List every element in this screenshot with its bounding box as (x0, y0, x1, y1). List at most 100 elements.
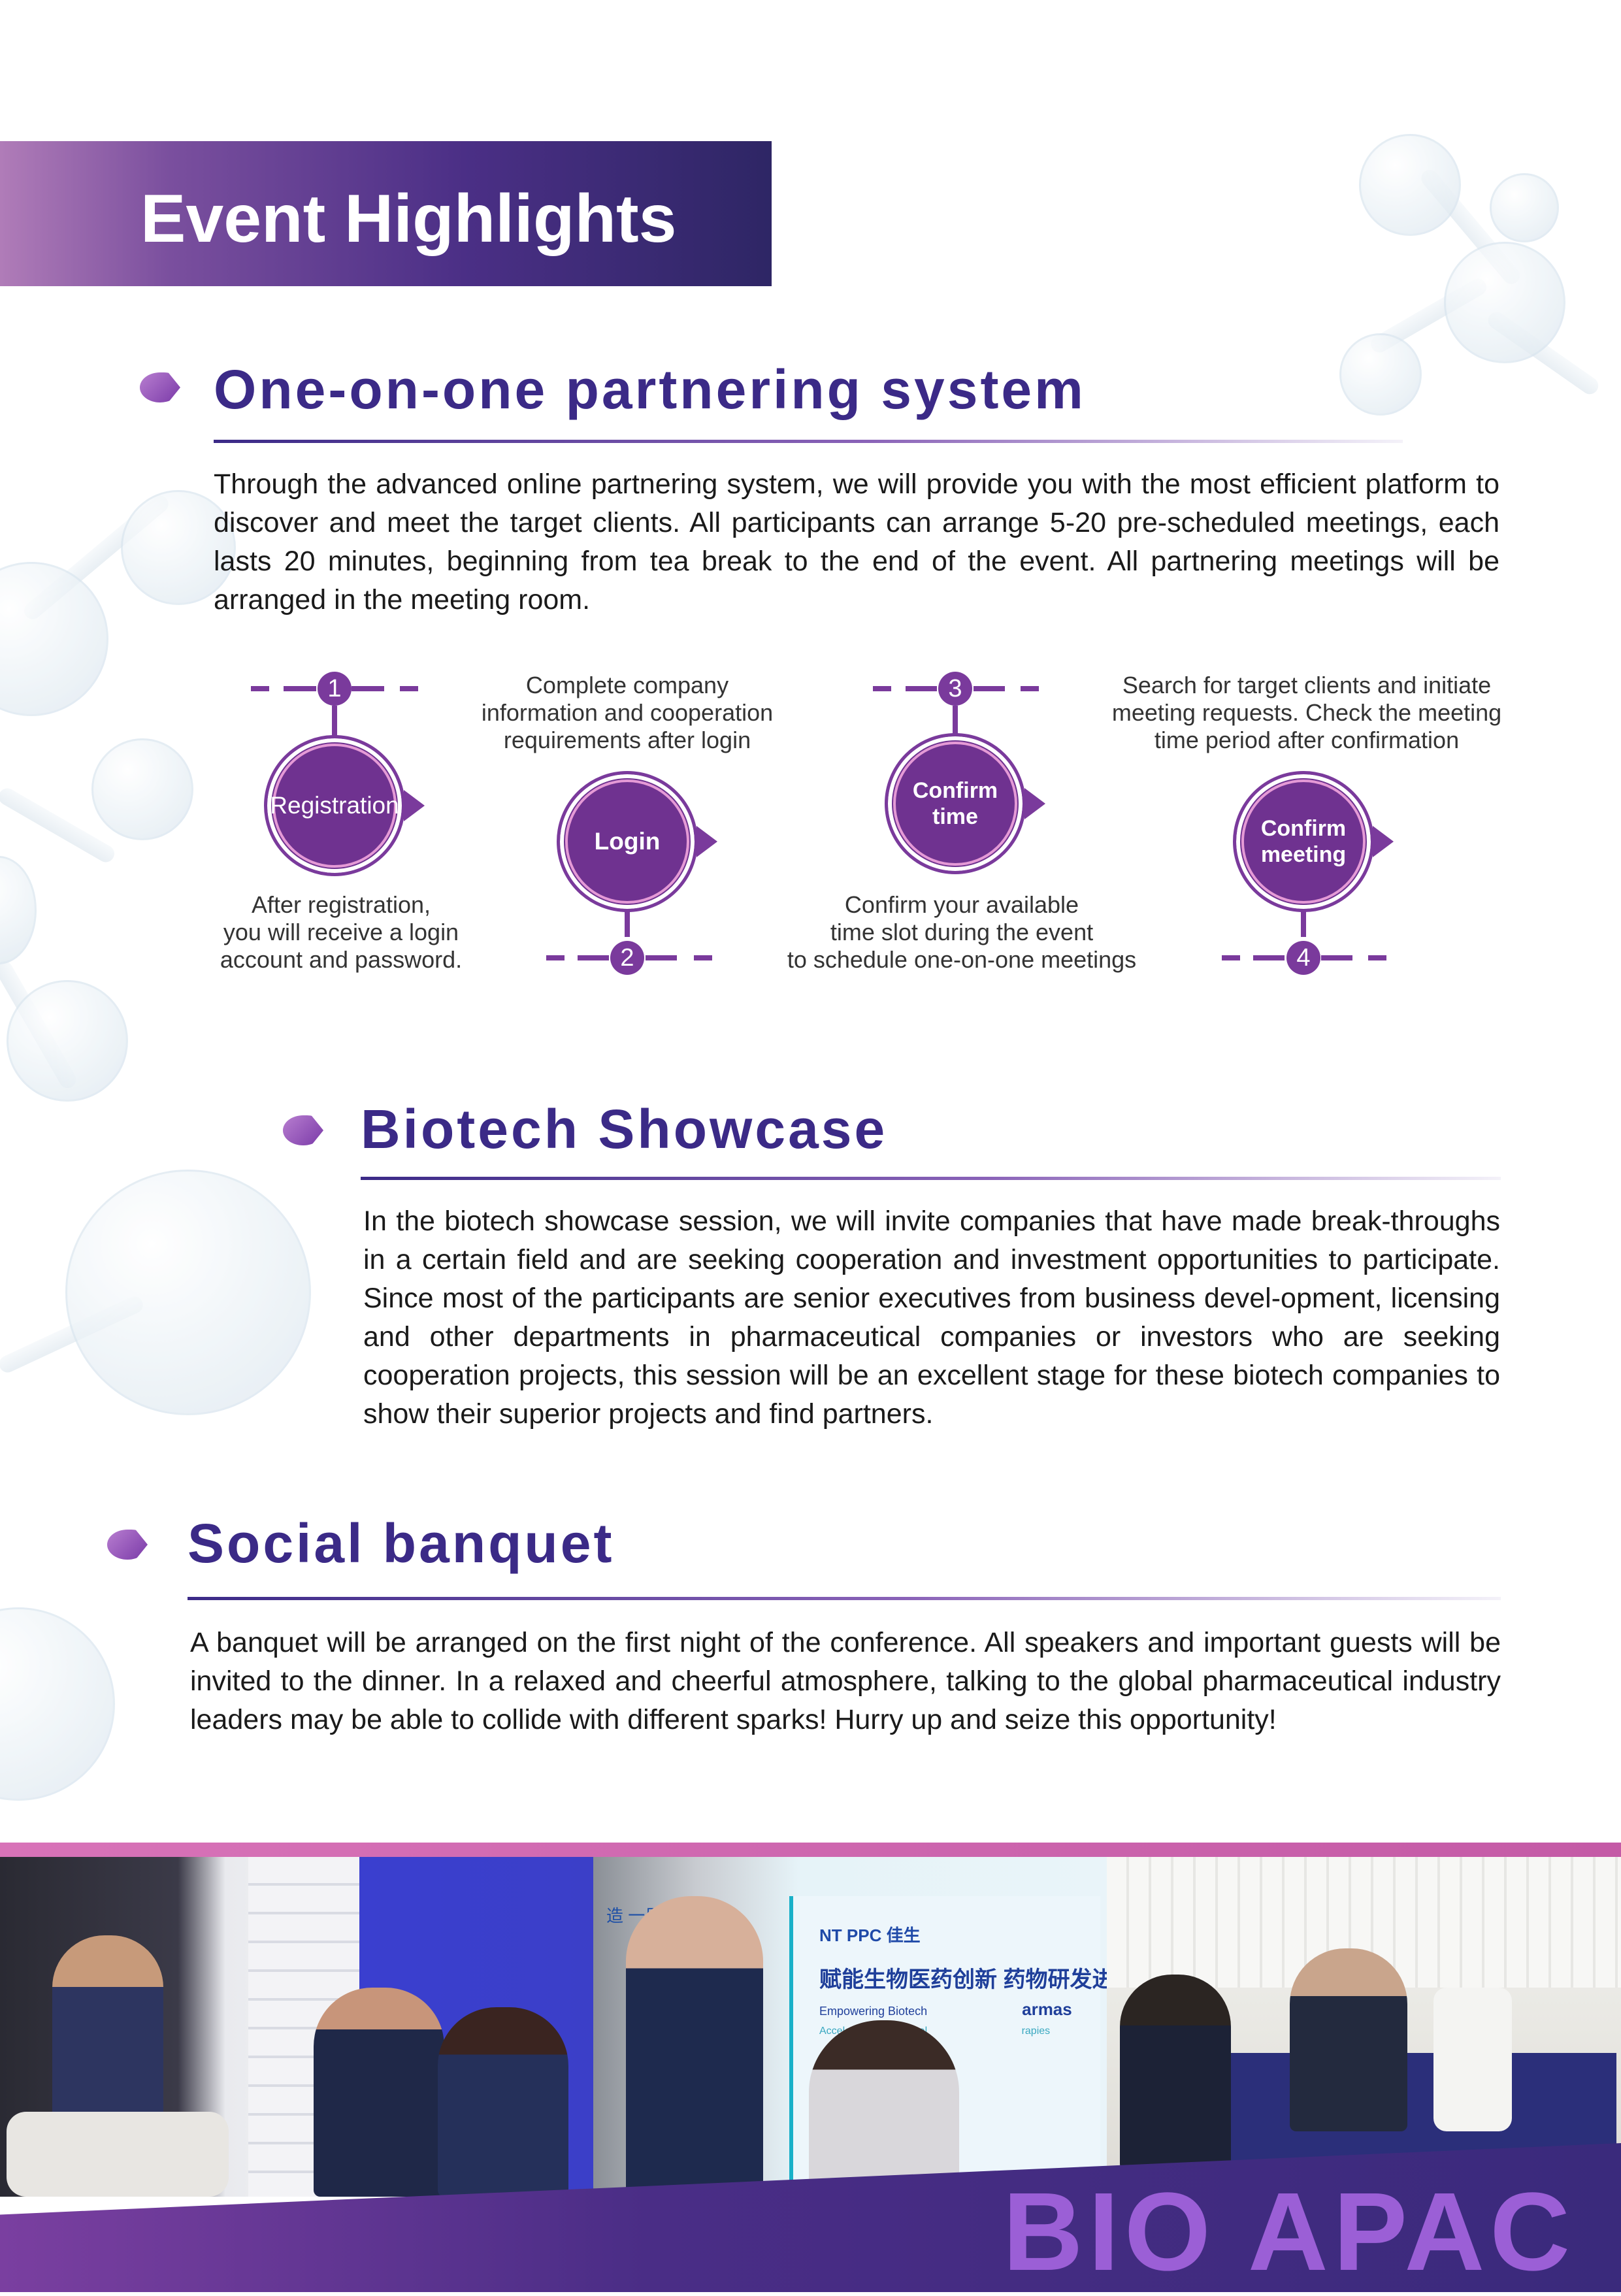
step-label-confirm-meeting: Confirm meeting (1261, 815, 1346, 868)
step-desc-confirm-meeting: Search for target clients and initiate m… (1098, 672, 1516, 754)
step-label-login: Login (594, 828, 661, 855)
attendee-figure (626, 1896, 763, 2197)
desc-line: Search for target clients and initiate (1122, 672, 1492, 698)
desc-line: Confirm your available (844, 891, 1079, 918)
connector-dash (546, 955, 565, 960)
label-line: meeting (1260, 842, 1347, 867)
connector-stem (1301, 911, 1306, 937)
step-confirm-time: Confirm time (885, 733, 1026, 874)
section-divider (214, 440, 1403, 443)
section-title-banquet: Social banquet (188, 1513, 615, 1574)
speaker-figure (314, 1988, 444, 2197)
step-arrow-icon (1373, 826, 1394, 857)
molecule-atom (7, 980, 128, 1102)
molecule-atom (1444, 242, 1565, 363)
connector-stem (953, 706, 958, 736)
sign-text: rapies (1021, 2025, 1051, 2037)
desc-line: information and cooperation (481, 699, 774, 726)
molecule-atom (1359, 134, 1461, 236)
step-number-3: 3 (938, 672, 972, 706)
attendee-figure (809, 2020, 959, 2197)
molecule-atom (0, 1607, 115, 1801)
chair (7, 2112, 229, 2197)
connector-dash (352, 686, 384, 691)
connector-dash (694, 955, 712, 960)
section-title-partnering: One-on-one partnering system (214, 359, 1086, 420)
connector-dash (646, 955, 677, 960)
step-desc-registration: After registration, you will receive a l… (210, 891, 472, 974)
label-line: Confirm (1260, 816, 1347, 841)
step-registration: Registration (264, 735, 405, 876)
connector-dash (974, 686, 1005, 691)
attendee-figure (1120, 1975, 1231, 2171)
label-line: time (932, 804, 978, 829)
step-number-1: 1 (318, 672, 352, 706)
step-arrow-icon (1024, 788, 1045, 819)
partnering-process-diagram: 1 Registration After registration, you w… (0, 653, 1621, 993)
speaker-figure (438, 2007, 568, 2197)
desc-line: to schedule one-on-one meetings (787, 946, 1137, 973)
molecule-atom (1339, 333, 1422, 416)
attendee-figure (1290, 1948, 1407, 2131)
event-photo-panel: NT PPC 佳生 赋能生物医药创新 药物研发进程 Empowering Bio… (593, 1857, 1107, 2197)
step-desc-confirm-time: Confirm your available time slot during … (766, 891, 1158, 974)
connector-dash (1253, 955, 1285, 960)
section-divider (361, 1177, 1501, 1180)
section-body-partnering: Through the advanced online partnering s… (214, 468, 1499, 615)
desc-line: After registration, (251, 891, 431, 918)
sign-headline: 赋能生物医药创新 药物研发进程 (819, 1967, 1107, 1992)
connector-stem (625, 911, 630, 937)
desc-line: account and password. (220, 946, 463, 973)
chair (1433, 1988, 1512, 2131)
molecule-atom (1490, 173, 1559, 242)
step-desc-login: Complete company information and coopera… (470, 672, 784, 754)
step-number-2: 2 (610, 941, 644, 975)
event-photo-panel (1107, 1857, 1621, 2197)
step-arrow-icon (404, 790, 425, 821)
desc-line: meeting requests. Check the meeting (1111, 699, 1502, 726)
molecule-atom (65, 1170, 311, 1415)
molecule-atom (91, 738, 193, 840)
step-label-confirm-time: Confirm time (913, 778, 998, 830)
photo-strip-top-bar (0, 1843, 1621, 1857)
connector-dash (1021, 686, 1039, 691)
section-divider (188, 1597, 1501, 1600)
step-confirm-meeting: Confirm meeting (1233, 771, 1374, 912)
connector-dash (1368, 955, 1386, 960)
step-arrow-icon (696, 826, 717, 857)
connector-dash (873, 686, 891, 691)
header-banner (0, 141, 772, 286)
connector-dash (578, 955, 609, 960)
molecule-atom (121, 490, 236, 605)
label-line: Confirm (912, 778, 998, 803)
connector-dash (400, 686, 418, 691)
event-photo-panel (0, 1857, 593, 2197)
sign-text: Empowering Biotech (819, 2005, 928, 2018)
connector-dash (251, 686, 269, 691)
desc-line: Complete company (525, 672, 729, 698)
desc-line: time period after confirmation (1154, 727, 1460, 753)
section-title-showcase: Biotech Showcase (361, 1098, 888, 1160)
step-ring (1241, 779, 1366, 904)
connector-dash (284, 686, 316, 691)
section-body-banquet: A banquet will be arranged on the first … (190, 1627, 1501, 1735)
sign-text: armas (1022, 1999, 1072, 2019)
desc-line: time slot during the event (830, 919, 1094, 945)
connector-dash (1321, 955, 1352, 960)
connector-stem (332, 706, 337, 737)
step-number-4: 4 (1286, 941, 1320, 975)
brand-logo-text: BIO APAC (1002, 2170, 1575, 2294)
step-login: Login (557, 771, 698, 912)
section-body-showcase: In the biotech showcase session, we will… (363, 1205, 1500, 1430)
page-title: Event Highlights (140, 181, 677, 257)
sign-line: Empowering Biotech armas (819, 1999, 1072, 2020)
sign-brand: NT PPC 佳生 (819, 1926, 921, 1945)
step-ring (272, 744, 397, 868)
step-ring (893, 742, 1017, 866)
step-label-registration: Registration (270, 792, 399, 819)
step-ring (565, 779, 689, 904)
connector-dash (1222, 955, 1240, 960)
connector-dash (906, 686, 937, 691)
desc-line: requirements after login (503, 727, 751, 753)
